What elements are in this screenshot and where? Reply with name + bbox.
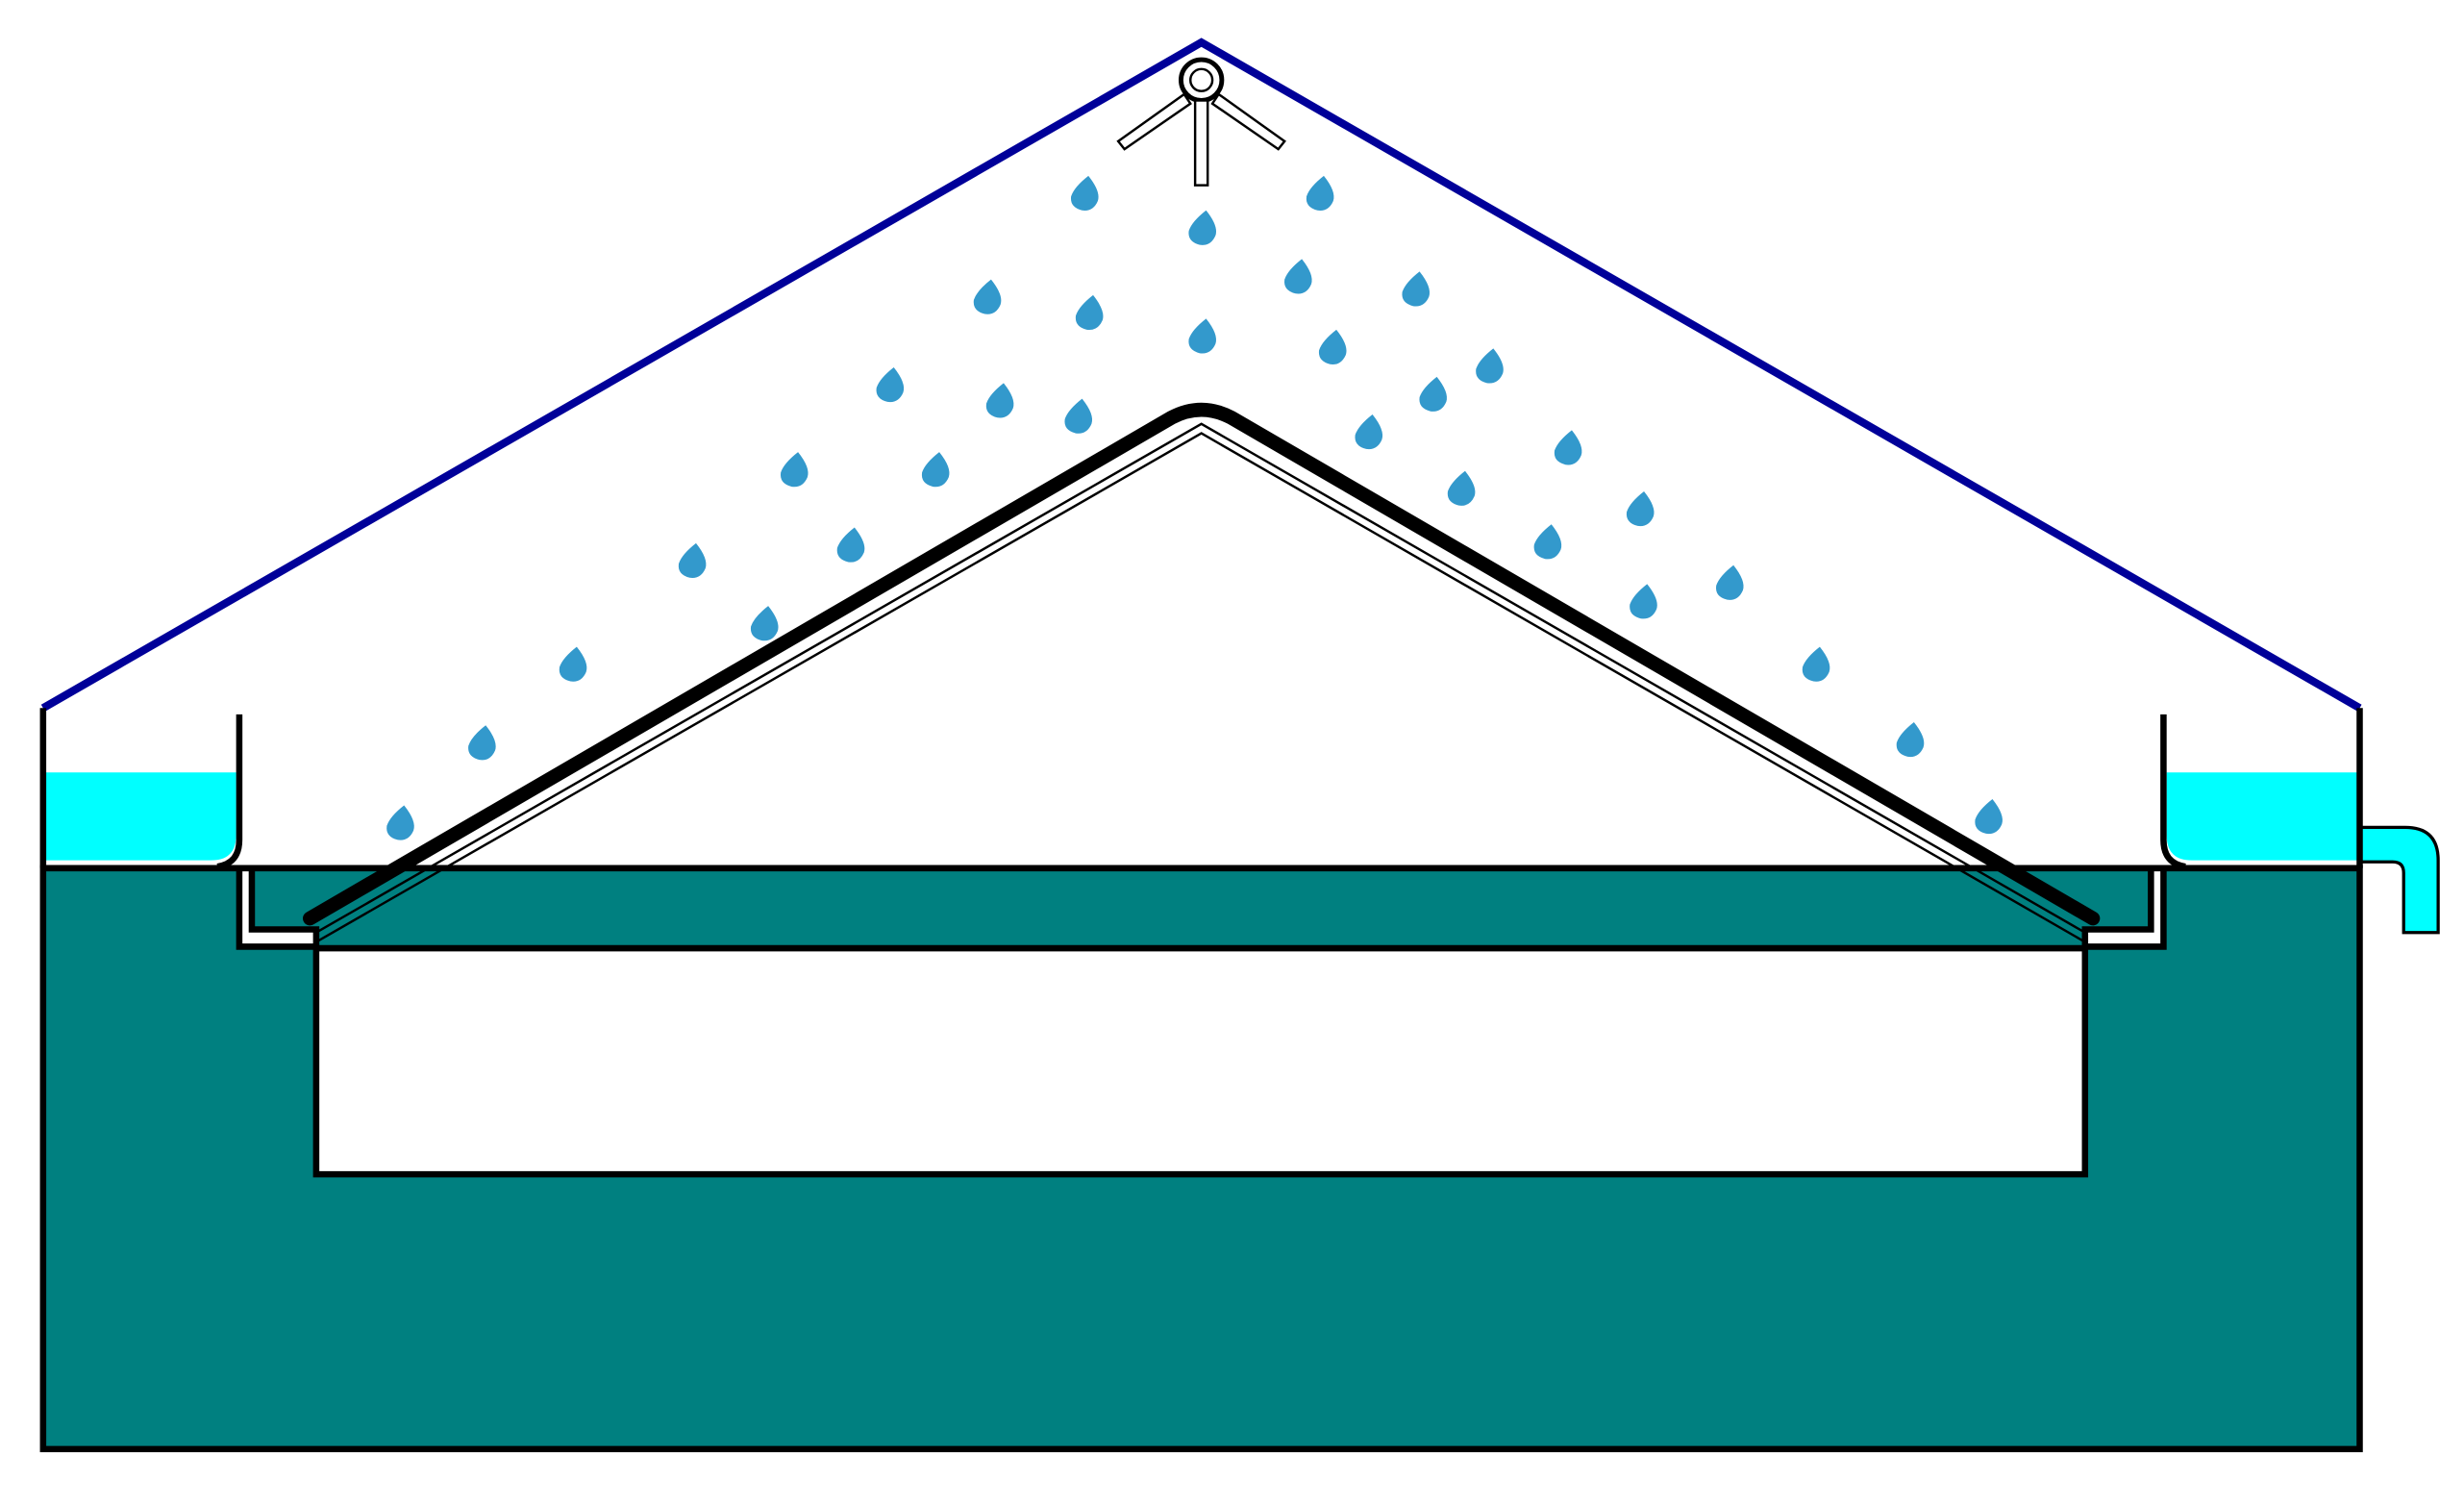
absorber-inner-line-2 [315, 422, 2086, 934]
right-trough-wall [2160, 714, 2186, 870]
sprinkler-icon [1116, 57, 1286, 187]
water-drop-icon [1419, 376, 1447, 412]
water-drop-icon [678, 542, 707, 578]
water-drop-icon [1188, 318, 1217, 354]
water-drop-icon [468, 725, 496, 761]
water-drop-icon [1476, 348, 1504, 384]
water-drop-icon [1802, 646, 1830, 682]
water-drop-icon [1188, 210, 1217, 245]
right-trough-water [2166, 772, 2360, 861]
water-drop-icon [780, 452, 809, 488]
water-drop-icon [559, 646, 587, 682]
base-structure [39, 865, 2363, 1453]
water-drop-icon [973, 279, 1002, 314]
outer-cover [40, 38, 2362, 712]
water-drop-icon [1715, 564, 1744, 600]
water-drop-icon [836, 527, 865, 563]
water-drop-icon [1064, 398, 1093, 434]
water-drop-icon [876, 367, 905, 403]
outlet-pipe [2357, 825, 2440, 935]
water-drop-icon [1554, 430, 1582, 465]
water-drop-icon [1626, 490, 1655, 527]
right-trough-step [2081, 865, 2167, 950]
water-drop-icon [1447, 470, 1476, 506]
water-drop-icon [386, 805, 414, 840]
absorber-inner-line [315, 432, 2086, 943]
water-drop-icon [1075, 294, 1104, 331]
water-drop-icon [1306, 175, 1334, 211]
water-drop-icon [1896, 721, 1925, 758]
water-drop-icon [1630, 584, 1657, 619]
water-drop-icon [921, 452, 950, 488]
left-trough-water [42, 772, 236, 861]
water-drop-icon [1533, 524, 1562, 560]
water-drop-icon [1318, 329, 1347, 364]
absorber-layer [303, 402, 2101, 926]
water-drop-icon [1975, 798, 2003, 835]
water-drop-icon [1070, 175, 1099, 211]
water-drop-icon [985, 383, 1014, 418]
left-trough-wall [216, 714, 243, 870]
water-drop-icon [1284, 259, 1312, 294]
left-trough-step [236, 865, 320, 950]
water-drop-icon [1355, 414, 1383, 450]
water-drops [386, 175, 2003, 840]
water-drop-icon [1402, 271, 1431, 307]
water-drop-icon [750, 606, 779, 641]
